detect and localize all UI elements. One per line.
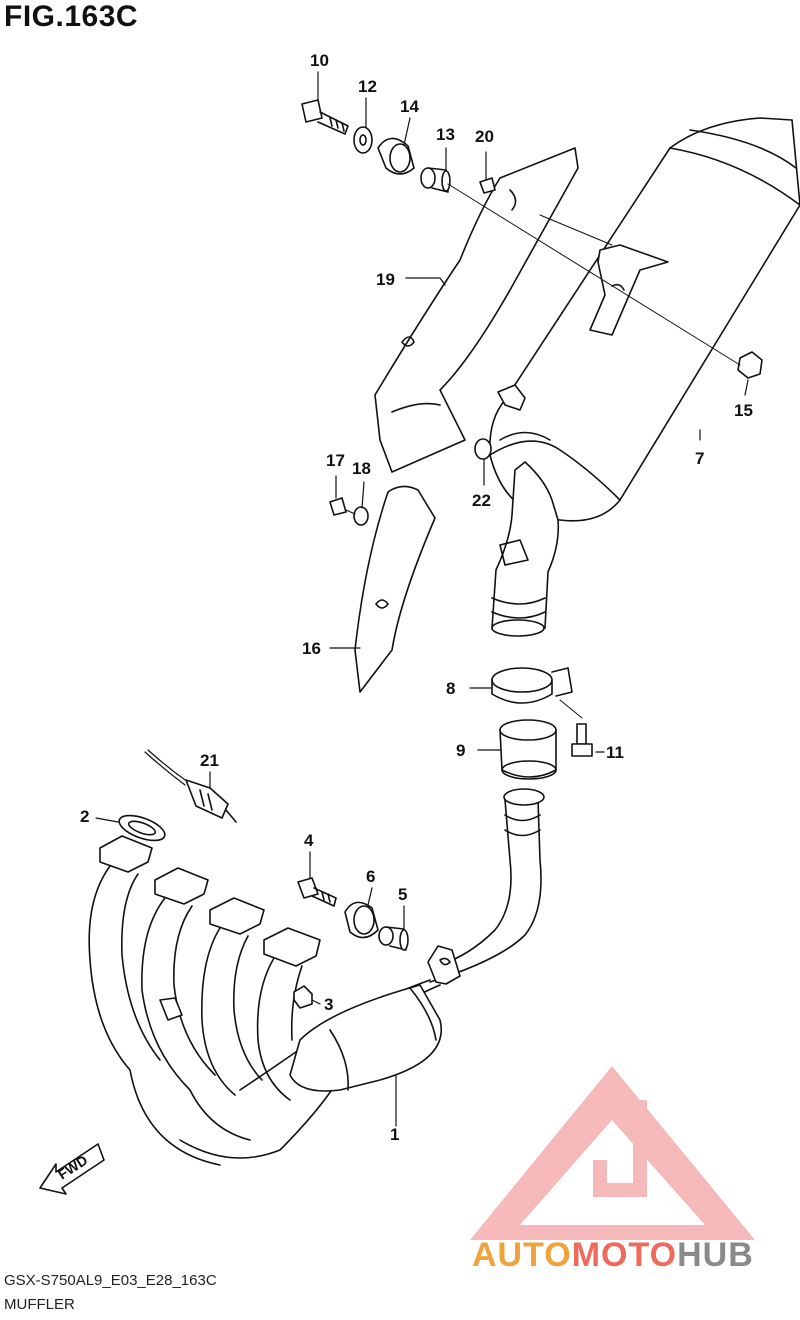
callout-1: 1 [390, 1125, 399, 1144]
callout-13: 13 [436, 125, 455, 144]
figure-title: FIG.163C [4, 0, 139, 33]
callout-2: 2 [80, 807, 89, 826]
brand-part-auto: AUTO [472, 1236, 572, 1274]
collar-13 [420, 167, 451, 193]
muffler-body [488, 117, 800, 522]
callout-7: 7 [695, 449, 704, 468]
callout-18: 18 [352, 459, 371, 478]
bolt-11 [559, 699, 593, 757]
callout-10: 10 [310, 51, 329, 70]
nut-15 [737, 351, 763, 379]
callout-11: 11 [606, 743, 624, 762]
bolt-3 [293, 985, 313, 1009]
callout-22: 22 [472, 491, 491, 510]
washer-18 [353, 506, 369, 526]
callout-17: 17 [326, 451, 345, 470]
screw-17 [329, 497, 347, 516]
watermark-logo-icon [470, 1066, 755, 1240]
section-name: MUFFLER [4, 1296, 75, 1313]
bolt-4 [297, 877, 337, 907]
callout-20: 20 [475, 127, 494, 146]
callout-9: 9 [456, 741, 465, 760]
callout-14: 14 [400, 97, 419, 116]
figure-code: GSX-S750AL9_E03_E28_163C [4, 1272, 217, 1289]
grommet-6 [344, 901, 379, 939]
forward-arrow-icon [39, 1143, 105, 1195]
callout-21: 21 [200, 751, 219, 770]
damper-22 [474, 438, 492, 460]
watermark-brand: AUTOMOTOHUB [472, 1236, 754, 1275]
heat-shield-upper [374, 147, 579, 473]
leader-lines [95, 71, 749, 1127]
brand-part-moto: MOTO [571, 1236, 678, 1274]
bolt-10 [301, 99, 349, 135]
callout-15: 15 [734, 401, 753, 420]
exhaust-header-pipes [88, 788, 545, 1166]
washer-12 [353, 126, 373, 154]
callout-5: 5 [398, 885, 407, 904]
callout-16: 16 [302, 639, 321, 658]
heat-shield-lower [354, 485, 436, 693]
callout-4: 4 [304, 831, 314, 850]
callout-12: 12 [358, 77, 377, 96]
callout-8: 8 [446, 679, 455, 698]
collar-5 [378, 926, 409, 951]
callout-19: 19 [376, 270, 395, 289]
brand-part-hub: HUB [677, 1236, 754, 1274]
callout-6: 6 [366, 867, 375, 886]
muffler-inlet-pipe [491, 461, 560, 637]
gasket-sleeve-9 [499, 719, 557, 780]
gasket-2 [118, 814, 166, 842]
clamp-8 [491, 667, 573, 704]
oxygen-sensor [144, 749, 237, 823]
screw-20 [479, 177, 496, 194]
grommet-14 [377, 137, 415, 175]
callout-3: 3 [324, 995, 333, 1014]
